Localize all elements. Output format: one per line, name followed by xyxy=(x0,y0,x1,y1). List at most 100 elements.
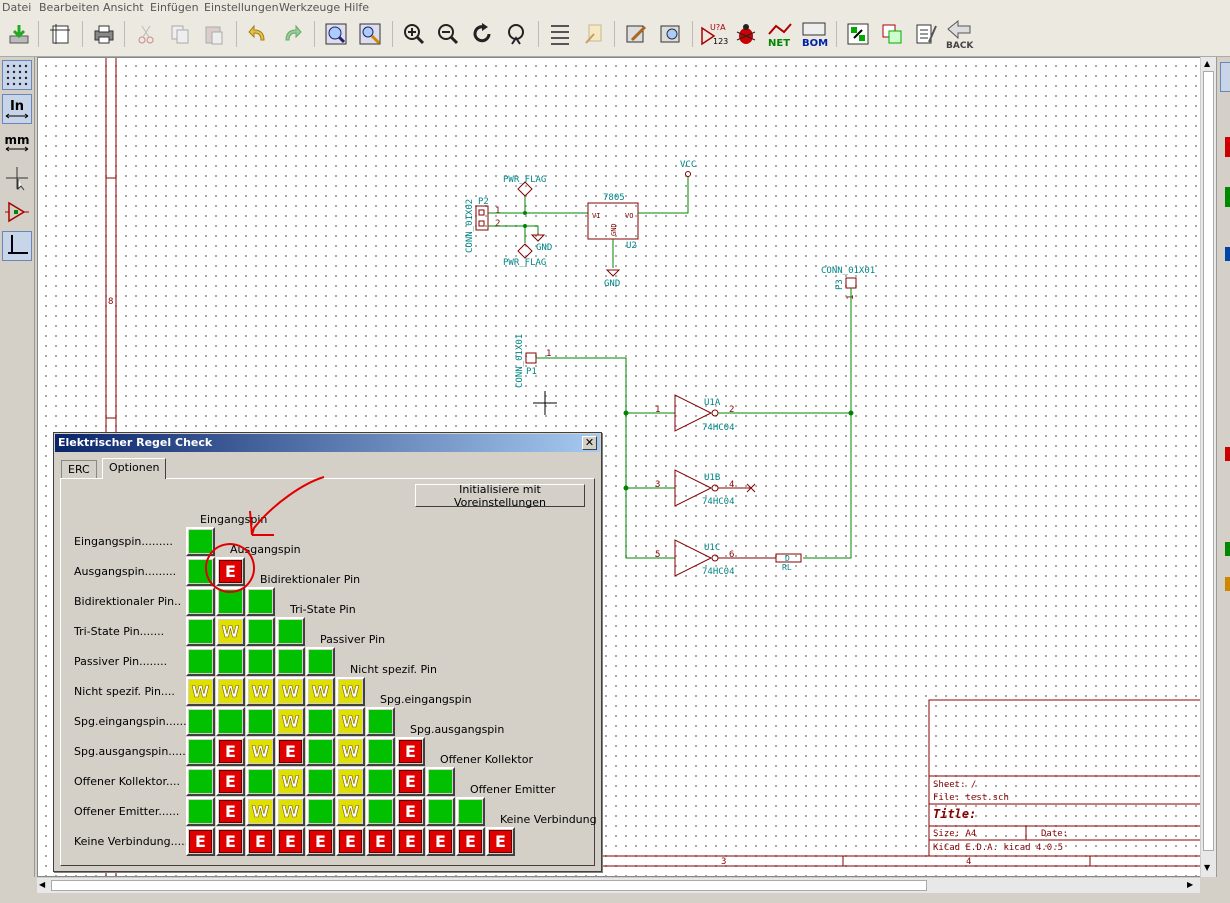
page-settings-icon[interactable] xyxy=(46,20,74,48)
matrix-cell[interactable]: W xyxy=(306,677,335,706)
scroll-down-icon[interactable]: ▼ xyxy=(1204,863,1211,872)
menu-einfuegen[interactable]: Einfügen xyxy=(150,1,199,14)
matrix-cell[interactable] xyxy=(306,647,335,676)
orthogonal-icon[interactable] xyxy=(2,231,32,261)
matrix-cell[interactable] xyxy=(246,707,275,736)
matrix-cell[interactable] xyxy=(366,737,395,766)
matrix-cell[interactable] xyxy=(306,707,335,736)
erc-icon[interactable] xyxy=(732,20,760,48)
print-icon[interactable] xyxy=(90,20,118,48)
matrix-cell[interactable] xyxy=(426,797,455,826)
sheet-icon[interactable] xyxy=(580,20,608,48)
matrix-cell[interactable]: E xyxy=(396,827,425,856)
matrix-cell[interactable]: W xyxy=(276,677,305,706)
horizontal-scroll-thumb[interactable] xyxy=(51,880,927,891)
matrix-cell[interactable]: W xyxy=(246,677,275,706)
matrix-cell[interactable]: E xyxy=(216,737,245,766)
matrix-cell[interactable] xyxy=(186,587,215,616)
zoom-fit-icon[interactable] xyxy=(502,20,530,48)
tab-erc[interactable]: ERC xyxy=(61,460,97,478)
find-replace-icon[interactable] xyxy=(356,20,384,48)
menu-bearbeiten[interactable]: Bearbeiten xyxy=(39,1,100,14)
menu-hilfe[interactable]: Hilfe xyxy=(344,1,370,14)
matrix-cell[interactable] xyxy=(366,707,395,736)
matrix-cell[interactable]: W xyxy=(246,737,275,766)
matrix-cell[interactable]: E xyxy=(456,827,485,856)
matrix-cell[interactable] xyxy=(216,587,245,616)
redraw-icon[interactable] xyxy=(468,20,496,48)
matrix-cell[interactable]: W xyxy=(336,767,365,796)
library-editor-icon[interactable] xyxy=(622,20,650,48)
cursor-icon[interactable] xyxy=(2,163,32,193)
matrix-cell[interactable] xyxy=(276,617,305,646)
pcbnew-icon[interactable] xyxy=(878,20,906,48)
matrix-cell[interactable]: E xyxy=(426,827,455,856)
matrix-cell[interactable]: W xyxy=(186,677,215,706)
matrix-cell[interactable]: E xyxy=(396,767,425,796)
matrix-cell[interactable] xyxy=(186,527,215,556)
matrix-cell[interactable] xyxy=(186,767,215,796)
cvpcb-icon[interactable] xyxy=(844,20,872,48)
matrix-cell[interactable] xyxy=(306,797,335,826)
matrix-cell[interactable] xyxy=(246,617,275,646)
cut-icon[interactable] xyxy=(132,20,160,48)
import-footprint-icon[interactable] xyxy=(912,20,940,48)
redo-icon[interactable] xyxy=(278,20,306,48)
copy-icon[interactable] xyxy=(166,20,194,48)
vertical-scrollbar[interactable]: ▲ ▼ xyxy=(1200,57,1216,877)
wire-tool-icon[interactable] xyxy=(1225,187,1230,207)
save-icon[interactable] xyxy=(5,20,33,48)
matrix-cell[interactable]: W xyxy=(246,797,275,826)
dialog-title-bar[interactable]: Elektrischer Regel Check ✕ xyxy=(55,434,600,452)
zoom-in-icon[interactable] xyxy=(400,20,428,48)
matrix-cell[interactable]: W xyxy=(336,677,365,706)
matrix-cell[interactable]: E xyxy=(366,827,395,856)
matrix-cell[interactable]: E xyxy=(216,767,245,796)
matrix-cell[interactable] xyxy=(186,797,215,826)
matrix-cell[interactable]: E xyxy=(216,797,245,826)
sheet-pin-tool-icon[interactable] xyxy=(1225,577,1230,591)
matrix-cell[interactable]: W xyxy=(336,797,365,826)
grid-icon[interactable] xyxy=(2,60,32,90)
matrix-cell[interactable] xyxy=(366,797,395,826)
bom-icon[interactable]: BOM xyxy=(800,20,828,48)
select-tool-button[interactable] xyxy=(1220,62,1230,92)
undo-icon[interactable] xyxy=(244,20,272,48)
hierarchical-tool-icon[interactable] xyxy=(1225,542,1230,556)
matrix-cell[interactable]: W xyxy=(276,707,305,736)
zoom-out-icon[interactable] xyxy=(434,20,462,48)
matrix-cell[interactable]: W xyxy=(336,737,365,766)
matrix-cell[interactable]: E xyxy=(276,737,305,766)
init-defaults-button[interactable]: Initialisiere mit Voreinstellungen xyxy=(415,483,585,509)
component-tool-icon[interactable] xyxy=(1225,137,1230,157)
matrix-cell[interactable]: W xyxy=(276,767,305,796)
matrix-cell[interactable] xyxy=(276,647,305,676)
menu-einstellungen[interactable]: Einstellungen xyxy=(204,1,279,14)
close-icon[interactable]: ✕ xyxy=(582,436,597,450)
matrix-cell[interactable] xyxy=(366,767,395,796)
library-browser-icon[interactable] xyxy=(656,20,684,48)
matrix-cell[interactable] xyxy=(306,767,335,796)
hierarchy-icon[interactable] xyxy=(546,20,574,48)
matrix-cell[interactable] xyxy=(216,647,245,676)
matrix-cell[interactable] xyxy=(186,737,215,766)
matrix-cell[interactable]: E xyxy=(306,827,335,856)
matrix-cell[interactable]: E xyxy=(276,827,305,856)
scroll-up-icon[interactable]: ▲ xyxy=(1204,59,1211,68)
menu-werkzeuge[interactable]: Werkzeuge xyxy=(279,1,341,14)
back-icon[interactable]: BACK xyxy=(944,19,976,49)
paste-icon[interactable] xyxy=(200,20,228,48)
hidden-pins-icon[interactable] xyxy=(2,197,32,227)
matrix-cell[interactable]: E xyxy=(336,827,365,856)
matrix-cell[interactable]: W xyxy=(216,677,245,706)
find-icon[interactable] xyxy=(322,20,350,48)
tab-optionen[interactable]: Optionen xyxy=(102,458,167,479)
matrix-cell[interactable]: W xyxy=(216,617,245,646)
matrix-cell[interactable] xyxy=(246,767,275,796)
matrix-cell[interactable]: E xyxy=(216,557,245,586)
matrix-cell[interactable]: W xyxy=(336,707,365,736)
label-tool-icon[interactable] xyxy=(1225,447,1230,461)
menu-ansicht[interactable]: Ansicht xyxy=(103,1,144,14)
matrix-cell[interactable]: E xyxy=(216,827,245,856)
